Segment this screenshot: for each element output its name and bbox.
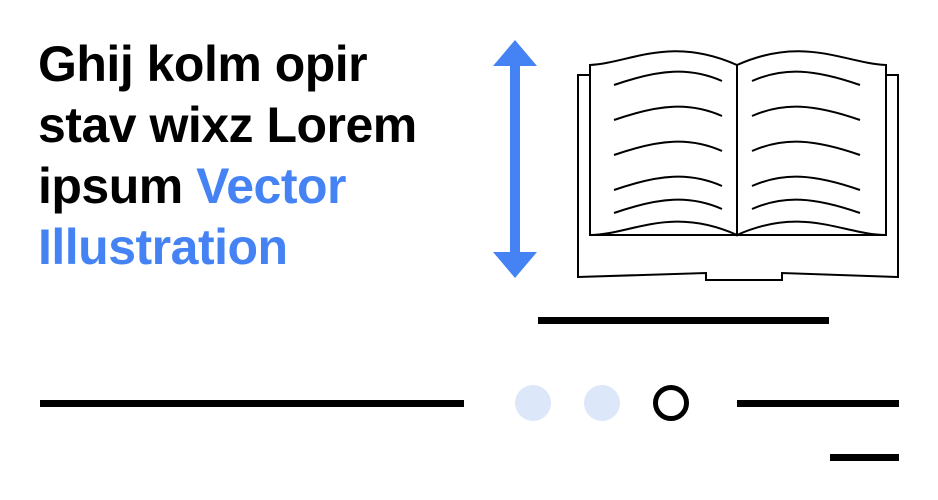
headline-accent: Vector Illustration xyxy=(38,158,347,275)
pagination-dot-1[interactable] xyxy=(515,385,551,421)
vertical-double-arrow-icon xyxy=(493,40,537,278)
open-book-icon xyxy=(577,50,899,281)
divider-short xyxy=(830,454,899,461)
pagination-dot-3-active[interactable] xyxy=(653,385,689,421)
headline-plain: Ghij kolm opir stav wixz Lorem ipsum xyxy=(38,36,417,214)
headline: Ghij kolm opir stav wixz Lorem ipsum Vec… xyxy=(38,34,478,278)
divider-right xyxy=(737,400,899,407)
divider-left xyxy=(40,400,464,407)
pagination-dot-2[interactable] xyxy=(584,385,620,421)
divider-under-book xyxy=(538,317,829,324)
